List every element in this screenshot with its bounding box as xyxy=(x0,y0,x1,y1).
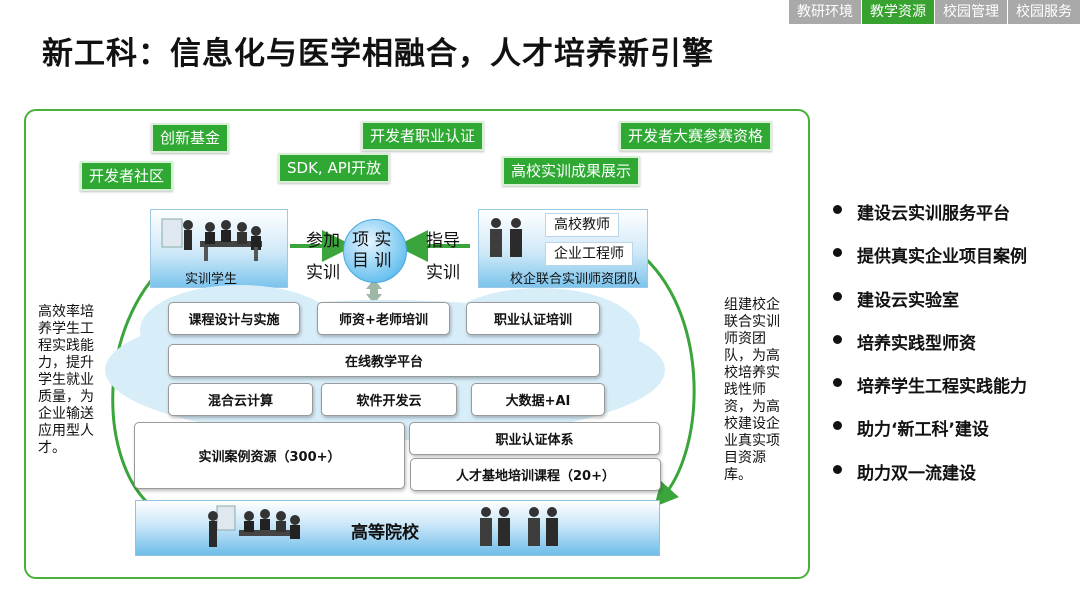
students-label: 实训学生 xyxy=(185,272,238,287)
list-item: 培养学生工程实践能力 xyxy=(833,372,1027,415)
diagram-frame xyxy=(24,109,810,579)
box-online-platform: 在线教学平台 xyxy=(168,344,600,377)
left-description: 高效率培养学生工程实践能力，提升学生就业质量，为企业输送应用型人才。 xyxy=(38,304,94,456)
university-staff-icon xyxy=(480,507,558,546)
tag-sdk: SDK, API开放 xyxy=(278,153,391,183)
tag-innovation-fund: 创新基金 xyxy=(151,123,230,153)
tab-campus-management[interactable]: 校园管理 xyxy=(934,0,1007,24)
list-item: 建设云实验室 xyxy=(833,286,1027,329)
bullet-dot-icon xyxy=(833,291,842,301)
box-bigdata-ai: 大数据+AI xyxy=(471,383,605,416)
tag-developer-cert: 开发者职业认证 xyxy=(361,121,485,151)
top-nav: 教研环境 教学资源 校园管理 校园服务 xyxy=(788,0,1080,24)
tab-teaching-environment[interactable]: 教研环境 xyxy=(788,0,861,24)
teacher-team-label: 校企联合实训师资团队 xyxy=(510,272,641,287)
list-item: 培养实践型师资 xyxy=(833,329,1027,372)
box-cert-training: 职业认证培训 xyxy=(466,302,600,335)
bullet-list: 建设云实训服务平台 提供真实企业项目案例 建设云实验室 培养实践型师资 培养学生… xyxy=(833,199,1027,502)
teachers-icon xyxy=(490,218,522,257)
bullet-dot-icon xyxy=(833,464,842,474)
bullet-dot-icon xyxy=(833,378,842,388)
center-text-line1: 项 实 xyxy=(352,230,392,250)
bullet-dot-icon xyxy=(833,421,842,431)
university-meeting-icon xyxy=(208,505,300,547)
engineer-label: 企业工程师 xyxy=(545,242,633,266)
list-item: 助力‘新工科’建设 xyxy=(833,415,1027,458)
college-teacher-label: 高校教师 xyxy=(545,213,619,237)
box-cert-system: 职业认证体系 xyxy=(409,422,660,455)
center-text-line2: 目 训 xyxy=(352,251,392,271)
join-label: 参加 xyxy=(306,231,340,251)
tab-campus-services[interactable]: 校园服务 xyxy=(1007,0,1080,24)
list-item: 助力双一流建设 xyxy=(833,459,1027,502)
list-item: 建设云实训服务平台 xyxy=(833,199,1027,242)
bullet-dot-icon xyxy=(833,248,842,258)
box-course-design: 课程设计与实施 xyxy=(168,302,300,335)
guide-label: 指导 xyxy=(426,231,460,251)
training-label-right: 实训 xyxy=(426,263,460,283)
box-teacher-training: 师资+老师培训 xyxy=(317,302,450,335)
bullet-dot-icon xyxy=(833,205,842,214)
tag-community: 开发者社区 xyxy=(80,161,174,191)
students-meeting-icon xyxy=(161,218,262,261)
box-dev-cloud: 软件开发云 xyxy=(321,383,457,416)
tab-teaching-resources[interactable]: 教学资源 xyxy=(861,0,934,24)
tag-competition: 开发者大赛参赛资格 xyxy=(619,121,773,151)
training-label-left: 实训 xyxy=(306,263,340,283)
right-description: 组建校企联合实训师资团队，为高校培养实践性师资，为高校建设企业真实项目资源库。 xyxy=(724,297,780,483)
box-base-courses: 人才基地培训课程（20+） xyxy=(410,458,661,491)
box-case-resources: 实训案例资源（300+） xyxy=(134,422,405,489)
page-title: 新工科：信息化与医学相融合，人才培养新引擎 xyxy=(42,36,714,72)
box-hybrid-cloud: 混合云计算 xyxy=(168,383,313,416)
bullet-dot-icon xyxy=(833,334,842,344)
list-item: 提供真实企业项目案例 xyxy=(833,242,1027,285)
university-label: 高等院校 xyxy=(351,523,419,543)
tag-showcase: 高校实训成果展示 xyxy=(502,156,641,186)
project-training-circle xyxy=(343,219,407,283)
